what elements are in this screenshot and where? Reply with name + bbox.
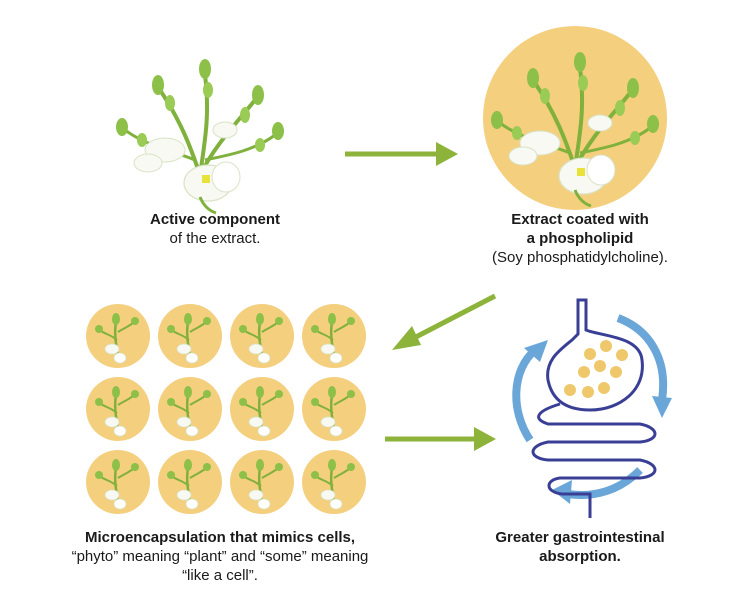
digestive-tract-icon <box>512 298 672 518</box>
caption-title-line2: a phospholipid <box>526 230 634 247</box>
caption-title: Active component <box>149 211 281 228</box>
caption-microencapsulation: Microencapsulation that mimics cells, “p… <box>30 528 410 585</box>
phytosome-icon <box>158 450 222 514</box>
caption-coated-extract: Extract coated with a phospholipid (Soy … <box>455 210 705 267</box>
caption-line3: “like a cell”. <box>182 567 258 584</box>
caption-title-line1: Extract coated with <box>511 211 649 228</box>
coated-flower-icon <box>483 26 667 210</box>
caption-subtitle: of the extract. <box>169 230 261 247</box>
caption-line2: “phyto” meaning “plant” and “some” meani… <box>71 548 369 565</box>
phytosome-icon <box>158 304 222 368</box>
right-arrow-icon <box>345 142 458 166</box>
phytosome-icon <box>302 377 366 441</box>
caption-title: Microencapsulation that mimics cells, <box>84 529 356 546</box>
phytosome-icon <box>230 377 294 441</box>
caption-subtitle: (Soy phosphatidylcholine). <box>492 249 668 266</box>
caption-title-line1: Greater gastrointestinal <box>495 529 665 546</box>
right-arrow-icon <box>385 427 496 451</box>
phytosome-icon <box>86 304 150 368</box>
phytosome-icon <box>302 304 366 368</box>
phytosome-icon <box>86 377 150 441</box>
caption-active-component: Active component of the extract. <box>105 210 325 248</box>
flower-sprig-icon <box>114 57 286 215</box>
down-left-arrow-icon <box>392 293 497 350</box>
caption-title-line2: absorption. <box>539 548 621 565</box>
phytosome-grid <box>86 304 366 514</box>
phytosome-icon <box>158 377 222 441</box>
phytosome-icon <box>230 450 294 514</box>
caption-absorption: Greater gastrointestinal absorption. <box>455 528 705 566</box>
phytosome-icon <box>230 304 294 368</box>
phytosome-icon <box>302 450 366 514</box>
phytosome-icon <box>86 450 150 514</box>
